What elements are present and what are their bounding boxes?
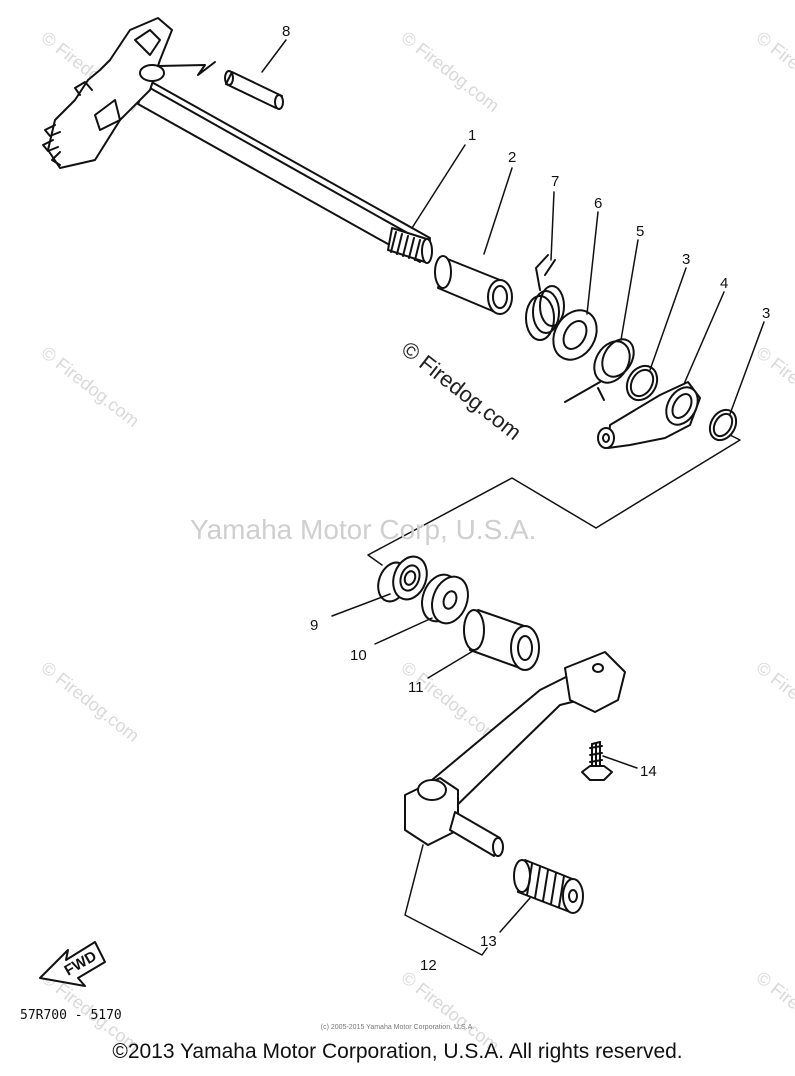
circlip-lower — [708, 408, 738, 442]
part-label-6: 6 — [594, 195, 602, 212]
bolt — [581, 741, 613, 781]
fwd-arrow — [39, 941, 106, 987]
copyright-notice: ©2013 Yamaha Motor Corporation, U.S.A. A… — [112, 1040, 683, 1063]
part-label-11: 11 — [408, 679, 424, 696]
firedog-watermark: © Firedog.com — [38, 342, 144, 431]
pedal-rubber — [513, 859, 584, 914]
part-label-7: 7 — [551, 173, 559, 190]
part-label-3: 3 — [762, 305, 770, 322]
brand-watermark: Yamaha Motor Corp, U.S.A. — [190, 514, 537, 545]
bearing — [377, 555, 428, 603]
part-label-2: 2 — [508, 149, 516, 166]
collar — [434, 255, 513, 315]
catalog-code: 57R700 - 5170 — [20, 1008, 122, 1023]
return-spring — [564, 338, 635, 403]
part-label-10: 10 — [350, 647, 367, 664]
shift-pedal — [404, 651, 626, 857]
part-label-1: 1 — [468, 127, 476, 144]
torsion-spring — [525, 254, 565, 341]
part-label-5: 5 — [636, 223, 644, 240]
part-label-8: 8 — [282, 23, 290, 40]
firedog-watermark: © Firedog.com — [38, 657, 144, 746]
pedal-bracket — [404, 844, 488, 956]
lower-collar — [463, 609, 540, 671]
firedog-watermark: © Firedog.com — [753, 657, 795, 746]
part-label-3: 3 — [682, 251, 690, 268]
firedog-watermark: © Firedog.com — [398, 27, 504, 116]
firedog-center-watermark: © Firedog.com — [397, 336, 526, 445]
pin — [224, 70, 284, 110]
washer — [552, 309, 598, 361]
firedog-watermark: © Firedog.com — [753, 27, 795, 116]
part-label-14: 14 — [640, 763, 657, 780]
part-label-13: 13 — [480, 933, 497, 950]
fine-print: (c) 2005-2015 Yamaha Motor Corporation, … — [320, 1024, 475, 1031]
firedog-watermark: © Firedog.com — [753, 342, 795, 431]
leader-lines — [261, 39, 765, 933]
shift-shaft — [42, 17, 433, 264]
group-bracket — [367, 434, 741, 566]
washer-lower — [421, 573, 469, 625]
part-label-4: 4 — [720, 275, 728, 292]
part-labels: 1 2 7 6 5 3 4 3 8 9 10 11 14 12 13 — [282, 23, 770, 974]
part-label-9: 9 — [310, 617, 318, 634]
shift-arm — [597, 381, 701, 449]
part-label-12: 12 — [420, 957, 437, 974]
